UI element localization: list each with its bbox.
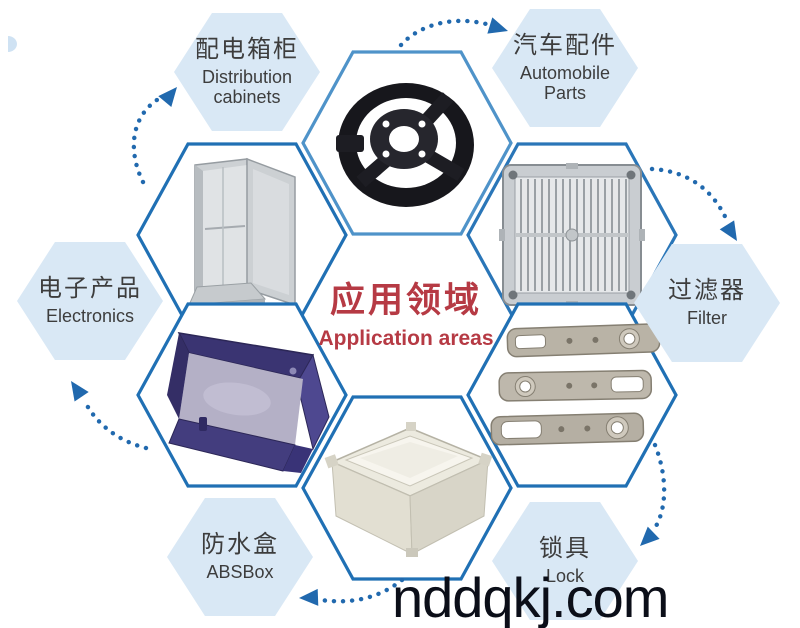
label-absbox-en: ABSBox: [206, 562, 274, 583]
label-distribution-zh: 配电箱柜: [195, 35, 299, 63]
label-distribution-en: Distribution cabinets: [201, 67, 293, 108]
label-automobile-zh: 汽车配件: [513, 31, 617, 59]
label-filter-en: Filter: [687, 308, 727, 329]
distribution-cabinet-image: [188, 157, 296, 316]
label-lock-en: Lock: [545, 566, 585, 587]
hex-abs-box: [133, 299, 351, 491]
label-absbox-zh: 防水盒: [201, 530, 279, 558]
decorative-leaf-shape: [8, 36, 17, 52]
automobile-brake-part-image: [336, 83, 474, 207]
lock-castings-image: [490, 323, 661, 446]
abs-box-image: [167, 332, 330, 473]
watermark-url-text: nddqkj.com: [392, 566, 669, 628]
center-title-zh: 应用领域: [329, 281, 482, 320]
label-electronics-en: Electronics: [45, 306, 135, 327]
hex-waterproof-box: [298, 392, 516, 584]
hex-lock-castings: [463, 299, 681, 491]
filter-grid-image: [499, 163, 645, 307]
hex-automobile-part: [298, 47, 516, 239]
hex-filter-grid: [463, 139, 681, 331]
waterproof-box-image: [324, 422, 493, 557]
label-absbox: 防水盒 ABSBox: [167, 498, 313, 616]
center-title-en: Application areas: [318, 327, 494, 350]
center-title: 应用领域 Application areas: [298, 272, 514, 351]
label-automobile-en: Automobile Parts: [519, 63, 611, 104]
arrow-to-automobile-parts: [398, 17, 508, 48]
label-electronics-zh: 电子产品: [38, 274, 142, 302]
label-filter-zh: 过滤器: [668, 276, 746, 304]
hex-distribution-cabinet: [133, 139, 351, 331]
label-lock-zh: 锁具: [539, 534, 591, 562]
